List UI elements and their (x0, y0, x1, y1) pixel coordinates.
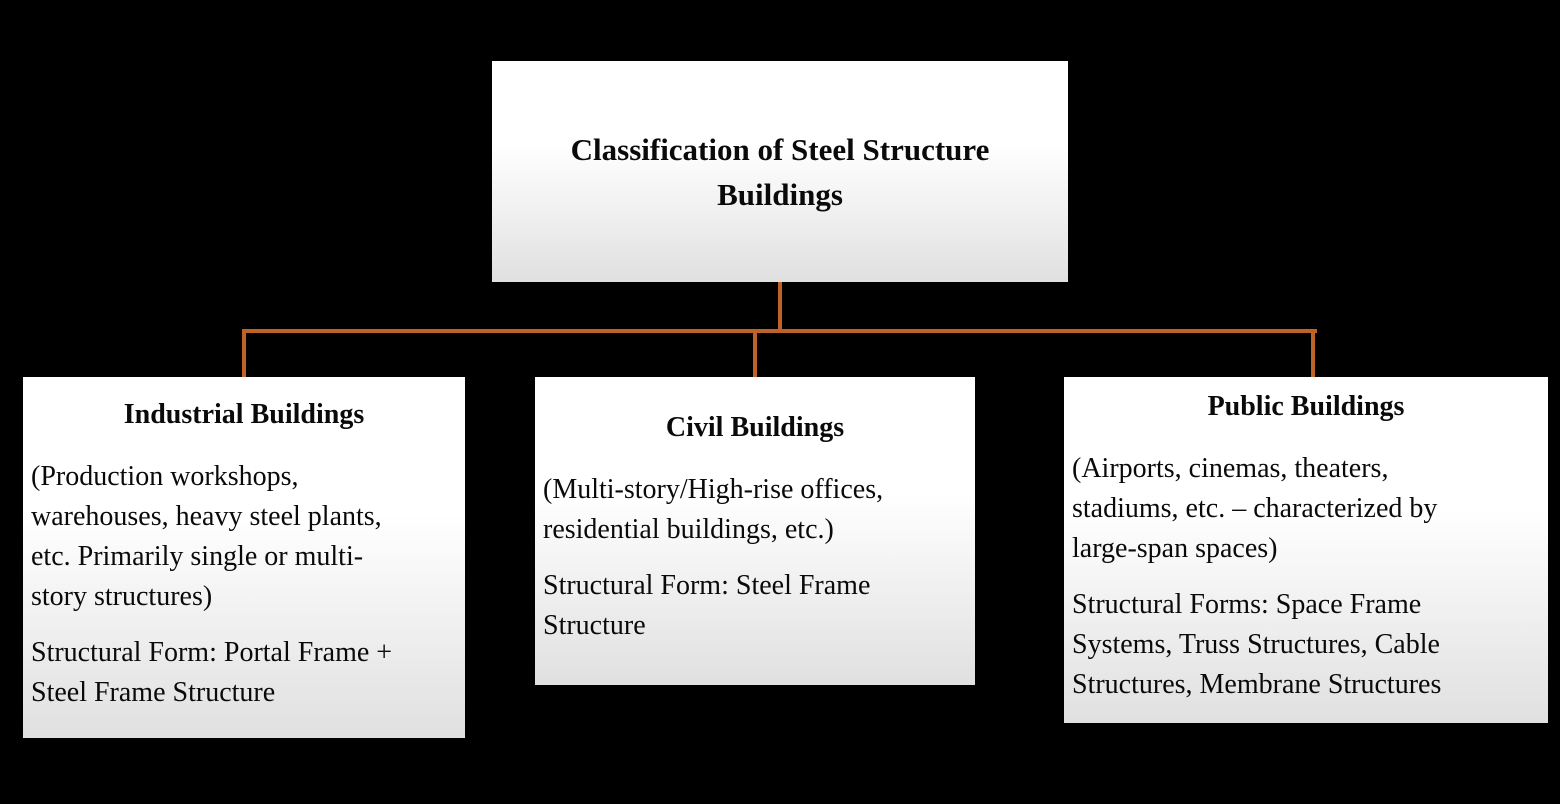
node-civil-buildings: Civil Buildings (Multi-story/High-rise o… (535, 377, 975, 685)
connector-drop-industrial (242, 329, 246, 377)
root-node-title: Classification of Steel Structure Buildi… (570, 131, 990, 212)
node-industrial-structural-form: Structural Form: Portal Frame + Steel Fr… (31, 636, 393, 708)
node-root-classification: Classification of Steel Structure Buildi… (492, 61, 1068, 282)
node-civil-title: Civil Buildings (665, 412, 845, 443)
connector-root-stem (778, 282, 782, 333)
node-public-description: (Airports, cinemas, theaters, stadiums, … (1072, 453, 1438, 564)
node-industrial-buildings: Industrial Buildings (Production worksho… (23, 377, 465, 738)
connector-drop-civil (753, 329, 757, 377)
node-industrial-title: Industrial Buildings (123, 398, 365, 430)
node-public-title: Public Buildings (1207, 391, 1405, 422)
connector-drop-public (1311, 329, 1315, 377)
node-industrial-description: (Production workshops, warehouses, heavy… (31, 460, 382, 612)
node-public-structural-form: Structural Forms: Space Frame Systems, T… (1072, 589, 1442, 700)
node-civil-description: (Multi-story/High-rise offices, resident… (543, 474, 884, 545)
node-civil-structural-form: Structural Form: Steel Frame Structure (543, 570, 871, 641)
node-public-buildings: Public Buildings (Airports, cinemas, the… (1064, 377, 1548, 723)
connector-horizontal-rail (242, 329, 1317, 333)
